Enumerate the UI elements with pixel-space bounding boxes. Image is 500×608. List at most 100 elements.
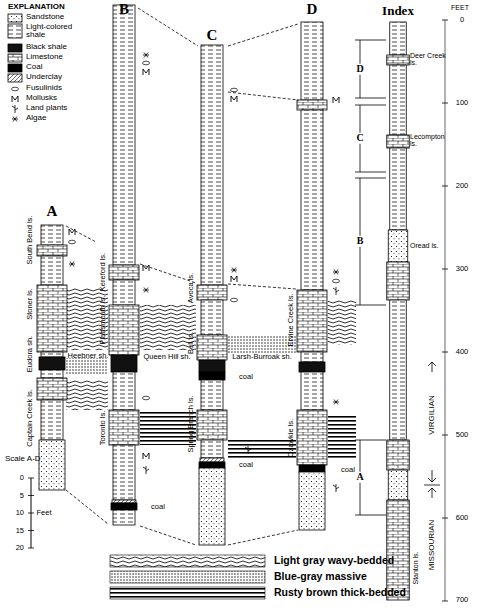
- depth-number: 600: [456, 514, 469, 522]
- formation-label: Stanton ls.: [412, 551, 419, 584]
- correlation-line: [228, 92, 298, 100]
- correlation-line: [66, 490, 108, 524]
- scale-tick: [28, 478, 34, 479]
- fusulinid-symbol: [231, 88, 238, 92]
- rock-layer: [297, 410, 327, 465]
- legend-text: Limestone: [26, 53, 63, 61]
- legend-sample: [8, 14, 22, 22]
- legend-text: Sandstone: [26, 13, 64, 21]
- scale-title: Scale A-D: [5, 455, 41, 463]
- rock-layer: [111, 355, 137, 372]
- scale-number: 5: [20, 492, 24, 500]
- fusulinid-symbol: [12, 87, 19, 91]
- mollusk-symbol: [231, 96, 237, 102]
- rock-layer: [201, 300, 223, 335]
- coal-label: coal: [239, 373, 253, 381]
- series-label: MISSOURIAN: [428, 520, 436, 571]
- formation-label: Stoner ls.: [26, 288, 34, 320]
- algae-symbol: [333, 400, 339, 405]
- rock-layer: [199, 372, 225, 380]
- legend-text: Light gray wavy-bedded: [274, 555, 394, 566]
- formation-label: Toronto ls.: [99, 411, 107, 446]
- bracket-end: [355, 178, 386, 179]
- facies-band: [66, 358, 108, 375]
- fusulinid-symbol: [333, 279, 340, 283]
- correlation-line: [228, 284, 296, 289]
- legend-text: Algae: [26, 114, 46, 122]
- formation-label: Avoca ls.: [187, 273, 195, 303]
- rock-layer: [197, 410, 227, 440]
- scale-unit: Feet: [36, 509, 51, 517]
- bracket-end: [355, 305, 386, 306]
- legend-sample: [110, 587, 265, 599]
- legend-sample: [8, 24, 22, 38]
- scale-number: 0: [20, 474, 24, 482]
- rock-layer: [113, 510, 135, 525]
- section-letter: D: [307, 2, 318, 18]
- mollusk-symbol: [69, 229, 75, 235]
- formation-label: Ozawkie ls.: [287, 419, 295, 457]
- formation-label: South Bend ls.: [26, 216, 34, 265]
- depth-number: 0: [460, 16, 464, 24]
- bracket-end: [355, 172, 386, 173]
- algae-symbol: [333, 270, 339, 275]
- legend-heading: EXPLANATION: [8, 3, 65, 11]
- depth-number: 100: [456, 99, 469, 107]
- legend-text: Fusulinids: [26, 84, 62, 92]
- rock-layer: [113, 280, 135, 305]
- rock-layer: [41, 225, 63, 245]
- rock-layer: [197, 335, 227, 360]
- formation-label: Lecompton ls.: [410, 133, 450, 148]
- correlation-line: [228, 24, 298, 46]
- correlation-line: [140, 526, 196, 545]
- rock-layer: [41, 400, 63, 440]
- rock-layer: [299, 465, 325, 472]
- rock-layer: [387, 262, 410, 300]
- formation-label: Kereford ls.: [99, 253, 107, 291]
- correlation-line: [66, 226, 96, 242]
- legend-text: Land plants: [26, 104, 67, 112]
- correlation-line: [228, 530, 298, 545]
- rock-layer: [299, 362, 325, 372]
- rock-layer: [113, 372, 135, 410]
- rock-layer: [299, 472, 325, 530]
- legend-text: Coal: [26, 63, 42, 71]
- fusulinid-symbol: [143, 61, 150, 65]
- bracket-end: [355, 440, 386, 441]
- rock-layer: [41, 352, 63, 357]
- fusulinid-symbol: [69, 240, 76, 244]
- rock-layer: [201, 45, 223, 285]
- scale-tick: [28, 513, 34, 514]
- rock-layer: [37, 378, 67, 400]
- algae-symbol: [143, 288, 149, 293]
- rock-layer: [201, 440, 223, 458]
- mollusk-symbol: [231, 276, 237, 282]
- scale-number: 10: [16, 509, 24, 517]
- facies-band: [228, 440, 296, 458]
- bracket-end: [355, 515, 386, 516]
- depth-number: 400: [456, 348, 469, 356]
- scale-tick: [28, 495, 34, 496]
- legend-sample: [8, 74, 22, 82]
- land-plant-symbol: [333, 484, 339, 492]
- bracket-letter: D: [355, 64, 364, 75]
- mollusk-symbol: [143, 265, 149, 271]
- rock-layer: [297, 290, 327, 352]
- legend-sample: [110, 555, 265, 567]
- legend-text: Underclay: [26, 73, 62, 81]
- legend-sample: [8, 64, 22, 72]
- formation-label: Eudora sh.: [26, 336, 34, 372]
- land-plant-symbol: [12, 105, 18, 113]
- series-boundary: [424, 485, 440, 486]
- legend-sample: [110, 571, 265, 583]
- fusulinid-symbol: [231, 298, 238, 302]
- facies-band: [228, 335, 296, 353]
- rock-layer: [113, 445, 135, 500]
- formation-label: Larsh-Burroak sh.: [232, 353, 292, 361]
- rock-layer: [109, 410, 139, 445]
- rock-layer: [41, 370, 63, 378]
- bracket-letter: C: [355, 133, 364, 144]
- rock-layer: [37, 285, 67, 352]
- algae-symbol: [231, 268, 237, 273]
- rock-layer: [199, 468, 225, 545]
